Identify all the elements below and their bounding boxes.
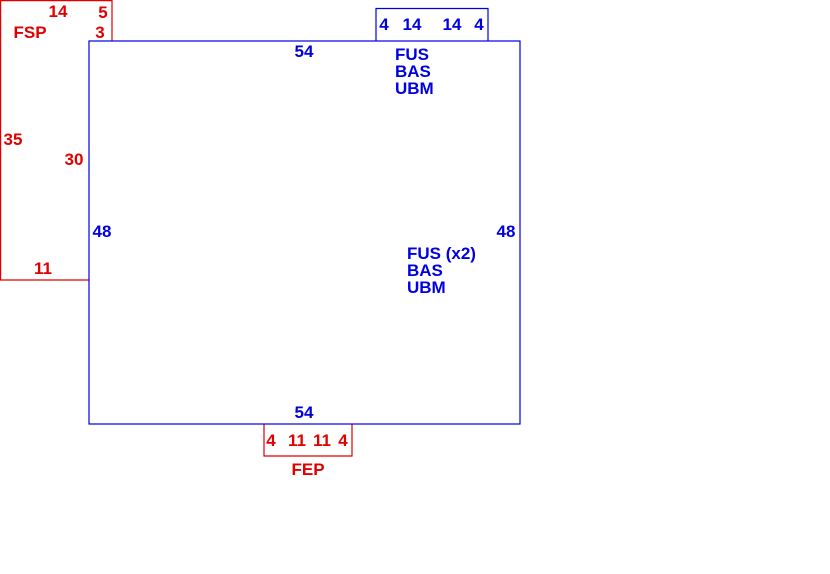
- fsp-label: FSP: [13, 23, 46, 42]
- fep-outline: [263, 424, 353, 457]
- top-addition-left-dim: 4: [379, 15, 389, 34]
- fsp-right-inner-dim: 3: [95, 23, 104, 42]
- top-addition-label-1: FUS: [395, 45, 429, 64]
- top-addition-label-2: BAS: [395, 62, 431, 81]
- fsp-bottom-dim: 11: [34, 259, 52, 278]
- main-top-dim: 54: [295, 42, 314, 61]
- fep-label: FEP: [291, 460, 324, 479]
- main-left-dim: 48: [93, 222, 112, 241]
- main-structure-outline: [88, 40, 521, 425]
- fsp-left-dim: 35: [4, 130, 23, 149]
- fep-top-dim: 11: [288, 431, 306, 450]
- top-addition-outline: [375, 7, 489, 41]
- fep-bottom-dim: 11: [313, 431, 331, 450]
- fsp-outline: [0, 0, 113, 281]
- main-bottom-dim: 54: [295, 403, 314, 422]
- top-addition-bottom-dim: 14: [443, 15, 462, 34]
- main-label-2: BAS: [407, 261, 443, 280]
- top-addition-label-3: UBM: [395, 79, 434, 98]
- fep-right-dim: 4: [338, 431, 348, 450]
- top-addition-right-dim: 4: [474, 15, 484, 34]
- top-addition-top-dim: 14: [403, 15, 422, 34]
- fsp-right-lower-dim: 30: [65, 150, 84, 169]
- fep-left-dim: 4: [266, 431, 276, 450]
- fsp-top-dim: 14: [49, 2, 68, 21]
- fsp-right-upper-dim: 5: [98, 3, 107, 22]
- main-label-3: UBM: [407, 278, 446, 297]
- main-right-dim: 48: [497, 222, 516, 241]
- main-label-1: FUS (x2): [407, 244, 476, 263]
